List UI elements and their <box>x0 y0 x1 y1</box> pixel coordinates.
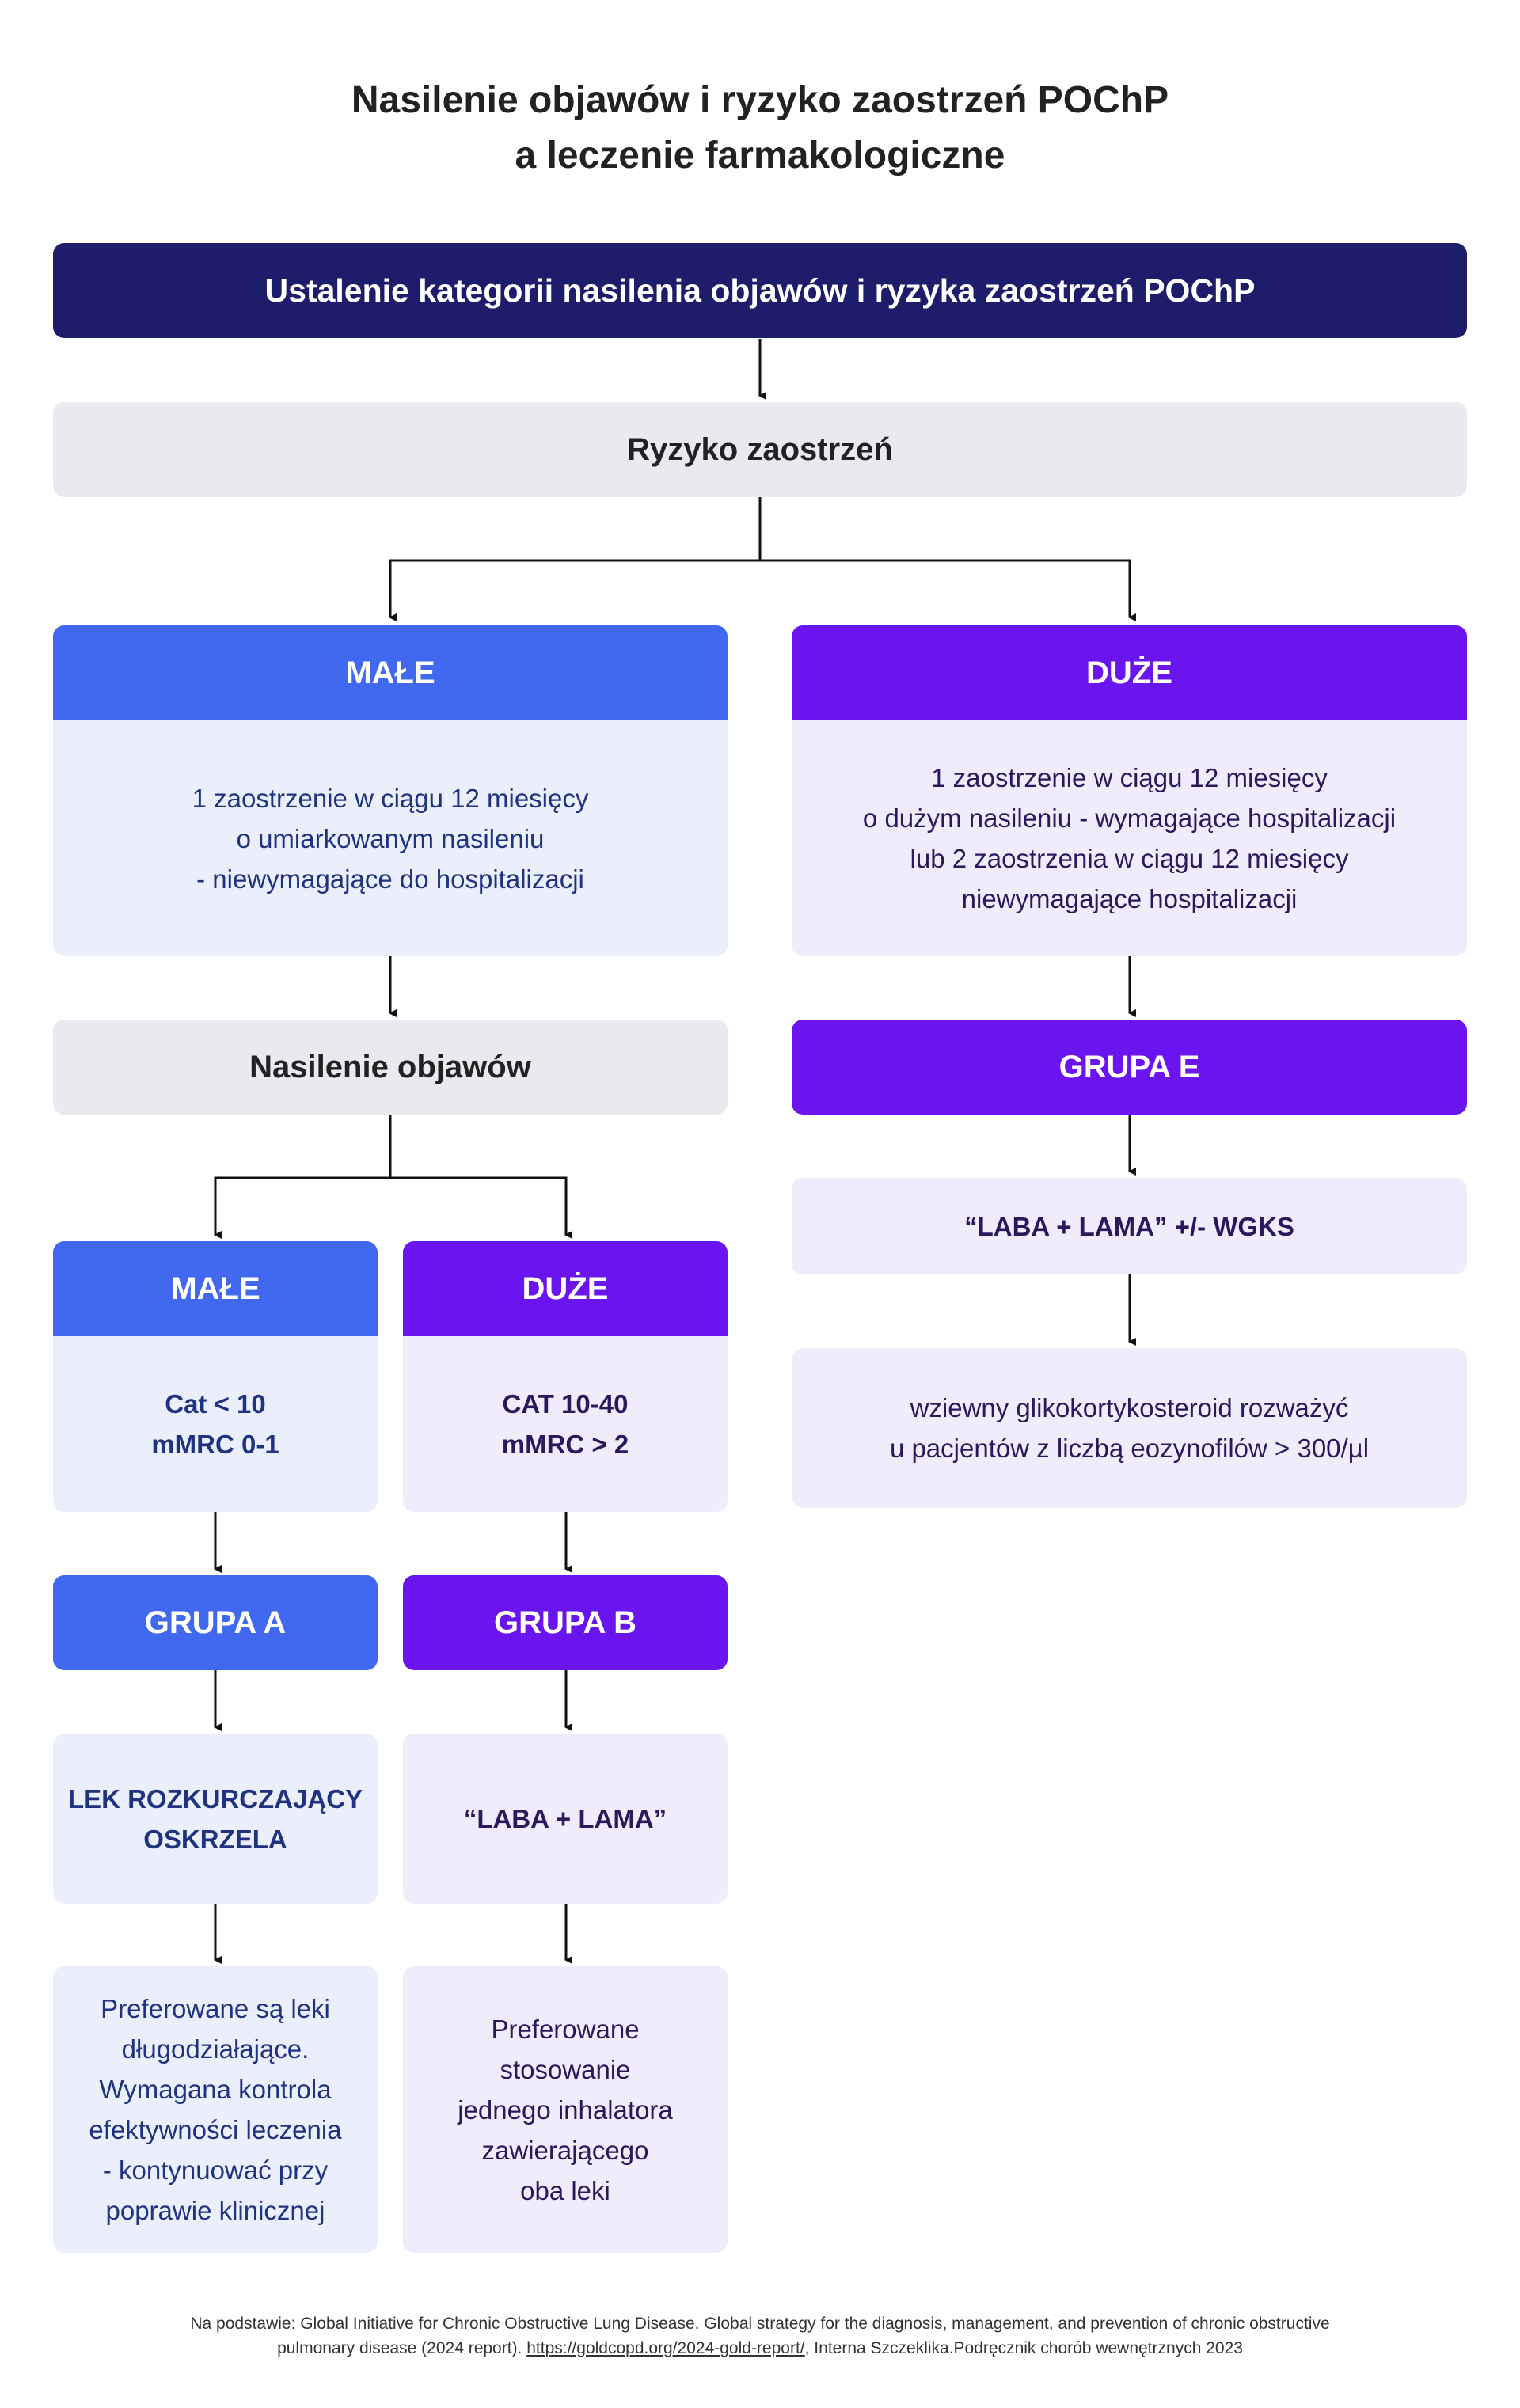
branch-symptoms <box>214 1115 392 1239</box>
group-a-box: GRUPA A <box>53 1575 378 1670</box>
symptoms-high-head: DUŻE <box>403 1241 728 1336</box>
risk-low-head: MAŁE <box>53 625 728 720</box>
symptoms-low-head: MAŁE <box>53 1241 378 1336</box>
group-a-treatment: LEK ROZKURCZAJĄCY OSKRZELA <box>53 1734 378 1904</box>
footer-line-1: Na podstawie: Global Initiative for Chro… <box>190 2315 1330 2333</box>
group-a-note: Preferowane są leki długodziałające. Wym… <box>53 1966 378 2253</box>
risk-high-head: DUŻE <box>792 625 1467 720</box>
symptoms-low-body: Cat < 10 mMRC 0-1 <box>53 1336 378 1512</box>
group-e-box: GRUPA E <box>792 1020 1467 1115</box>
risk-low-body: 1 zaostrzenie w ciągu 12 miesięcy o umia… <box>53 720 728 956</box>
source-footer: Na podstawie: Global Initiative for Chro… <box>0 2311 1520 2361</box>
symptoms-box: Nasilenie objawów <box>53 1020 728 1115</box>
risk-low-card: MAŁE 1 zaostrzenie w ciągu 12 miesięcy o… <box>53 625 728 956</box>
branch-risk <box>389 497 762 621</box>
group-b-box: GRUPA B <box>403 1575 728 1670</box>
title-line-1: Nasilenie objawów i ryzyko zaostrzeń POC… <box>351 79 1169 121</box>
group-e-treatment: “LABA + LAMA” +/- WGKS <box>792 1178 1467 1274</box>
symptoms-low-card: MAŁE Cat < 10 mMRC 0-1 <box>53 1241 378 1512</box>
footer-line-2-prefix: pulmonary disease (2024 report). <box>277 2339 527 2357</box>
page-title: Nasilenie objawów i ryzyko zaostrzeń POC… <box>0 73 1520 184</box>
symptoms-high-body: CAT 10-40 mMRC > 2 <box>403 1336 728 1512</box>
category-header: Ustalenie kategorii nasilenia objawów i … <box>53 243 1467 338</box>
footer-line-2-suffix: , Interna Szczeklika.Podręcznik chorób w… <box>804 2339 1243 2357</box>
footer-line-2: pulmonary disease (2024 report). https:/… <box>0 2336 1520 2361</box>
branch-symptoms-right <box>390 1176 572 1239</box>
risk-high-card: DUŻE 1 zaostrzenie w ciągu 12 miesięcy o… <box>792 625 1467 956</box>
risk-box: Ryzyko zaostrzeń <box>53 402 1467 497</box>
group-b-note: Preferowane stosowanie jednego inhalator… <box>403 1966 728 2253</box>
symptoms-high-card: DUŻE CAT 10-40 mMRC > 2 <box>403 1241 728 1512</box>
title-line-2: a leczenie farmakologiczne <box>515 135 1005 177</box>
source-link[interactable]: https://goldcopd.org/2024-gold-report/ <box>526 2339 805 2357</box>
group-e-note: wziewny glikokortykosteroid rozważyć u p… <box>792 1348 1467 1508</box>
branch-risk-right <box>760 559 1136 621</box>
group-b-treatment: “LABA + LAMA” <box>403 1734 728 1904</box>
risk-high-body: 1 zaostrzenie w ciągu 12 miesięcy o duży… <box>792 720 1467 956</box>
